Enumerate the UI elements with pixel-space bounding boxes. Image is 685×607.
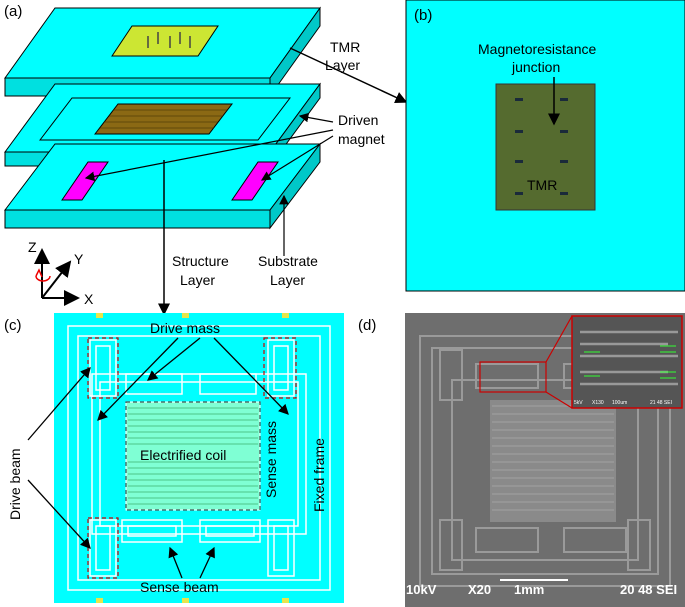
drive-mass-label: Drive mass	[150, 320, 220, 336]
axes-icon: Z Y X	[28, 239, 94, 307]
coil-3d	[93, 103, 234, 135]
sem-info-bar: 10kV X20 1mm 20 48 SEI	[406, 579, 677, 597]
tmr-layer-3d	[4, 6, 321, 98]
substrate-layer-label-2: Layer	[270, 272, 305, 288]
panel-d: (d)	[358, 313, 685, 607]
inset-voltage: 5kV	[574, 400, 583, 406]
panel-a: (a)	[3, 3, 408, 316]
tmr-chip-window	[111, 25, 219, 57]
panel-b-tag: (b)	[414, 7, 432, 24]
sem-inset: 5kV X130 100um 21 48 SEI	[571, 315, 683, 409]
tmr-chip-label: TMR	[527, 177, 557, 193]
structure-layer-label-1: Structure	[172, 253, 229, 269]
panel-c-tag: (c)	[4, 317, 22, 334]
sem-mag: X20	[468, 582, 491, 597]
sem-id: 20 48 SEI	[620, 582, 677, 597]
driven-magnet-arrow-3	[260, 135, 334, 181]
inset-mag: X130	[592, 400, 604, 406]
junction-marks	[515, 98, 568, 195]
panel-d-tag: (d)	[358, 317, 376, 334]
axis-z-label: Z	[28, 239, 37, 255]
inset-scale: 100um	[612, 400, 627, 406]
panel-c-arrows	[27, 337, 289, 579]
tmr-chip	[495, 83, 596, 211]
panel-a-tag: (a)	[4, 3, 22, 20]
substrate-layer-label-1: Substrate	[258, 253, 318, 269]
sense-mass-label: Sense mass	[263, 421, 279, 498]
sem-coil	[490, 400, 616, 522]
inset-id: 21 48 SEI	[650, 400, 672, 406]
tmr-to-b-arrow	[289, 47, 408, 104]
electrified-coil-label: Electrified coil	[140, 447, 226, 463]
tmr-layer-label-1: TMR	[330, 39, 360, 55]
structure-layer-label-2: Layer	[180, 272, 215, 288]
junction-label-1: Magnetoresistance	[478, 41, 597, 57]
substrate-layer-3d	[3, 142, 322, 230]
electrified-coil	[125, 401, 261, 511]
fixed-frame-label: Fixed frame	[311, 438, 327, 512]
tmr-layer-label-2: Layer	[325, 57, 360, 73]
sem-voltage: 10kV	[406, 582, 437, 597]
sense-beam-label: Sense beam	[140, 579, 219, 595]
anchors	[96, 313, 289, 603]
driven-magnet-arrow-1	[298, 112, 334, 123]
frame-outlines	[67, 325, 331, 591]
drive-beam-label: Drive beam	[7, 448, 23, 520]
panel-c: (c)	[4, 313, 344, 603]
driven-magnet-label-2: magnet	[338, 131, 385, 147]
axis-x-label: X	[84, 291, 94, 307]
sem-zoom-region	[479, 361, 547, 393]
driven-magnet-label-1: Driven	[338, 112, 378, 128]
junction-label-2: junction	[511, 59, 560, 75]
panel-b: (b) Magnetoresistance junction TMR	[405, 0, 685, 292]
driven-magnet-arrow-2	[84, 129, 334, 182]
sem-scale: 1mm	[514, 582, 544, 597]
axis-y-label: Y	[74, 251, 84, 267]
